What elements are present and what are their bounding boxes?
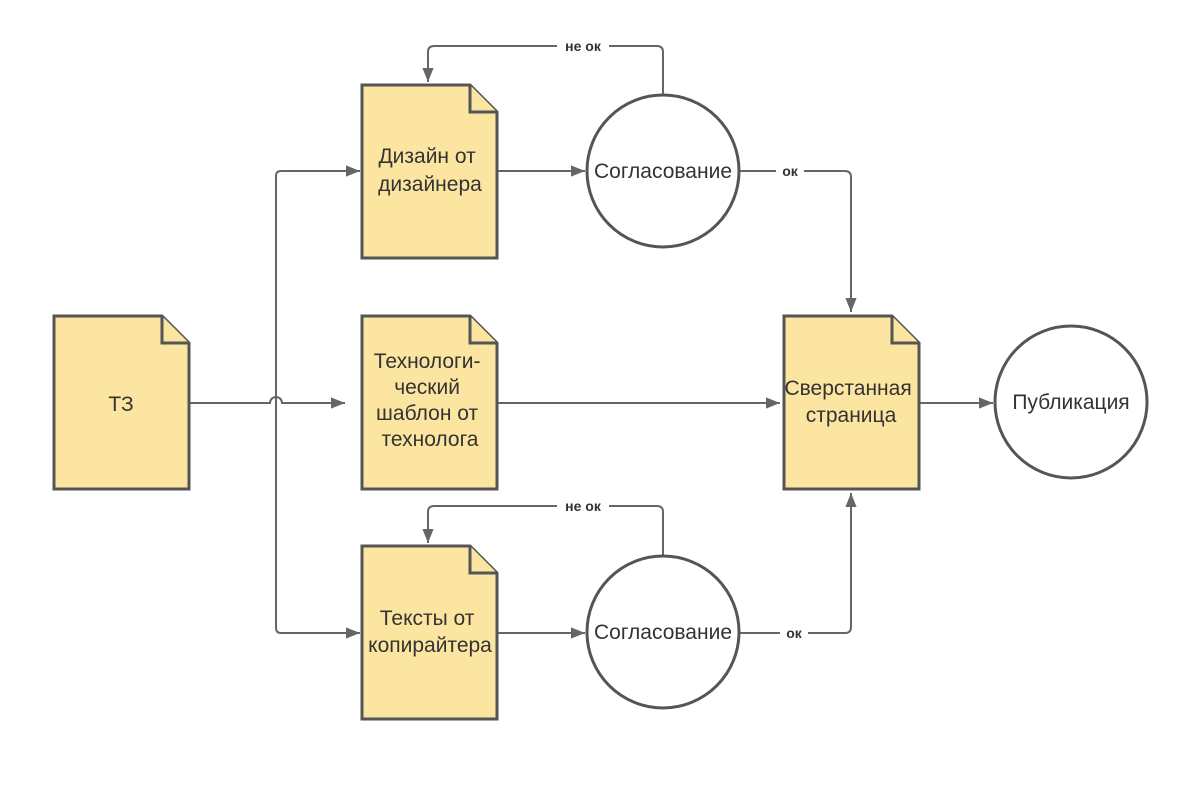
node-texts-label: Тексты от копирайтера	[368, 607, 492, 657]
node-tz-label: ТЗ	[108, 393, 133, 416]
edge-label-texts-ok: ок	[780, 624, 808, 642]
edge-label-texts-not-ok: не ок	[557, 497, 609, 515]
edge-approval-design-back	[422, 45, 664, 95]
node-tz: ТЗ	[52, 314, 191, 491]
node-publication-label: Публикация	[1012, 391, 1129, 414]
node-design: Дизайн от дизайнера	[360, 83, 499, 260]
edge-label-design-ok: ок	[776, 162, 804, 180]
node-approval-texts: Согласование	[585, 554, 741, 710]
node-texts: Тексты от копирайтера	[360, 544, 499, 721]
svg-text:ок: ок	[782, 163, 799, 179]
node-approval-design: Согласование	[585, 93, 741, 249]
svg-text:не ок: не ок	[565, 498, 602, 514]
edge-tz-to-texts	[275, 403, 360, 639]
edge-approval-design-to-page	[739, 170, 857, 312]
node-template-label: Технологи- ческий шаблон от технолога	[374, 350, 487, 451]
edge-label-design-not-ok: не ок	[557, 37, 609, 55]
edge-tz-to-design	[275, 165, 360, 403]
edge-approval-texts-back	[422, 505, 664, 555]
svg-text:не ок: не ок	[565, 38, 602, 54]
node-approval-design-label: Согласование	[594, 160, 732, 183]
node-page-label: Сверстанная страница	[784, 377, 917, 427]
edge-tz-trunk	[189, 396, 345, 409]
svg-text:ок: ок	[786, 625, 803, 641]
node-approval-texts-label: Согласование	[594, 621, 732, 644]
node-publication: Публикация	[993, 324, 1149, 480]
node-page: Сверстанная страница	[782, 314, 921, 491]
edge-approval-texts-to-page	[739, 493, 857, 634]
node-design-label: Дизайн от дизайнера	[378, 145, 482, 196]
node-template: Технологи- ческий шаблон от технолога	[360, 314, 499, 491]
